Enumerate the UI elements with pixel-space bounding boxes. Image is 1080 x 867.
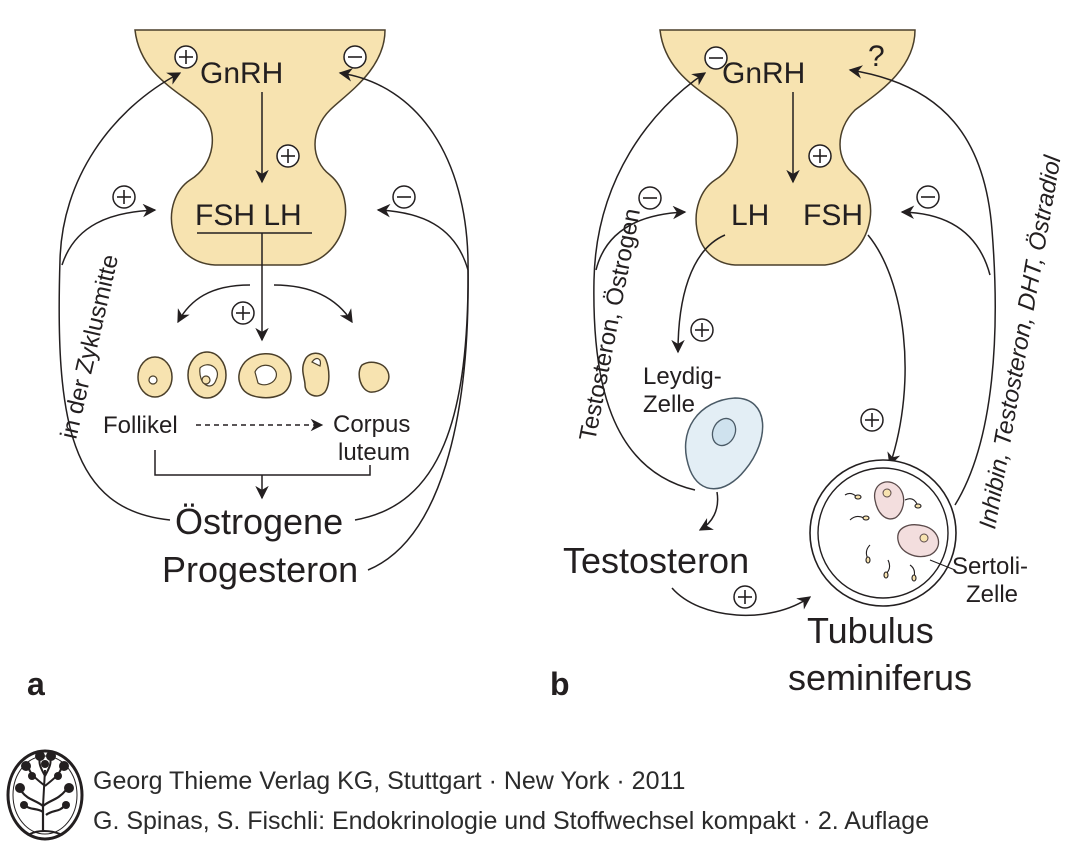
plus-sign-icon	[112, 185, 136, 209]
publisher-credit: Georg Thieme Verlag KG, Stuttgart · New …	[6, 749, 929, 841]
leydig-cell-label-2: Zelle	[643, 391, 695, 418]
minus-sign-icon	[916, 185, 940, 209]
plus-sign-icon	[276, 144, 300, 168]
follicle-label: Follikel	[103, 412, 178, 439]
plus-sign-icon	[808, 144, 832, 168]
seminiferous-tubule	[809, 459, 957, 607]
panel-b-label: b	[550, 666, 570, 702]
hypothalamus-pituitary-shape-a	[134, 29, 386, 266]
corpus-luteum-label-2: luteum	[338, 439, 410, 466]
publisher-tree-logo	[6, 749, 84, 841]
plus-sign-icon	[231, 301, 255, 325]
panel-b: GnRH ? LH FSH Leydig- Zelle Testosteron	[550, 29, 1067, 702]
plus-sign-icon	[860, 408, 884, 432]
gnrh-label-b: GnRH	[722, 57, 805, 90]
pituitary-hormones-label-a: FSH LH	[195, 199, 302, 232]
plus-sign-icon	[733, 585, 757, 609]
minus-sign-icon	[343, 45, 367, 69]
fsh-label: FSH	[803, 199, 863, 232]
leydig-cell-label-1: Leydig-	[643, 363, 722, 390]
minus-sign-icon	[392, 185, 416, 209]
sertoli-cell-label-2: Zelle	[966, 581, 1018, 608]
sertoli-cell-label-1: Sertoli-	[952, 553, 1028, 580]
gnrh-label-a: GnRH	[200, 57, 283, 90]
tubulus-label-2: seminiferus	[788, 657, 972, 698]
hypothalamus-pituitary-shape-b	[659, 29, 916, 266]
leydig-cell	[684, 397, 764, 490]
tubulus-label-1: Tubulus	[807, 610, 934, 651]
question-mark-label: ?	[868, 40, 885, 73]
sertoli-cell	[873, 481, 940, 558]
panel-a: GnRH FSH LH Follikel Corp	[27, 29, 469, 702]
minus-sign-icon	[638, 186, 662, 210]
plus-sign-icon	[174, 45, 198, 69]
credit-line-1: Georg Thieme Verlag KG, Stuttgart · New …	[93, 767, 685, 795]
lh-label: LH	[731, 199, 769, 232]
minus-sign-icon	[704, 46, 728, 70]
sperm-cells	[844, 492, 922, 582]
progesterone-label: Progesteron	[162, 549, 358, 590]
panel-a-label: a	[27, 666, 45, 702]
credit-line-2: G. Spinas, S. Fischli: Endokrinologie un…	[93, 807, 929, 835]
testosterone-label: Testosteron	[563, 540, 749, 581]
estrogens-label: Östrogene	[175, 501, 343, 542]
plus-sign-icon	[690, 318, 714, 342]
right-feedback-label: Inhibin, Testosteron, DHT, Östradiol	[974, 153, 1066, 531]
follicle-stages	[137, 351, 390, 399]
corpus-luteum-label-1: Corpus	[333, 411, 410, 438]
